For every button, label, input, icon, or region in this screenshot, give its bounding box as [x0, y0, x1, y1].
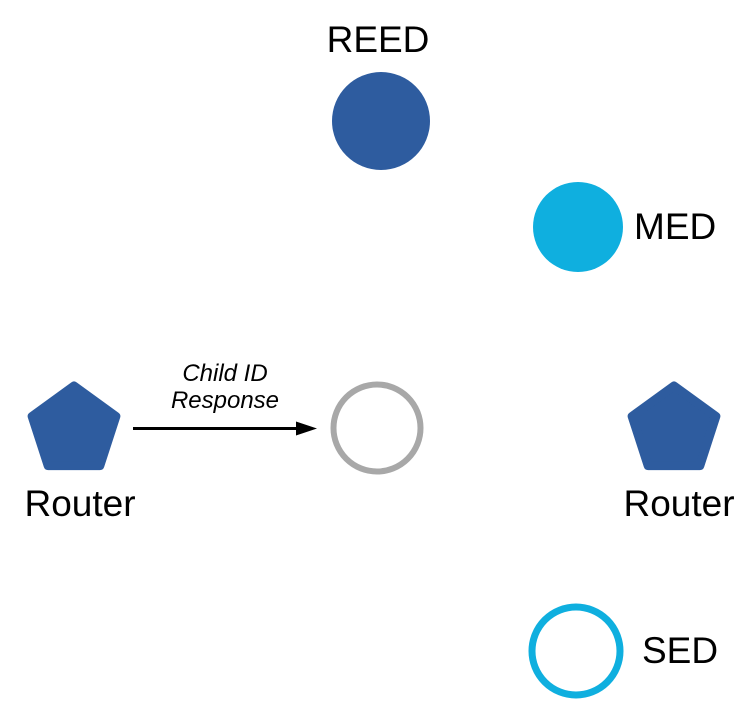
med-filled-circle [533, 182, 623, 272]
sed-circle-icon [528, 603, 624, 699]
sed-label: SED [642, 630, 719, 671]
arrow-label-line2: Response [170, 387, 280, 414]
arrow-label: Child ID Response [125, 360, 325, 414]
med-circle-icon [533, 182, 623, 272]
arrow-label-line1: Child ID [182, 360, 268, 387]
sed-outlined-circle [528, 603, 624, 699]
router-right-pentagon [627, 381, 721, 471]
router-left-pentagon [27, 381, 121, 471]
reed-circle-icon [332, 72, 430, 170]
router-left-label: Router [24, 483, 136, 524]
router-left-pentagon-icon [27, 381, 121, 471]
arrow-head [296, 421, 317, 436]
router-right-pentagon-icon [627, 381, 721, 471]
router-right-label: Router [623, 483, 735, 524]
joining-device-outlined-circle [330, 381, 424, 475]
joining-device-circle-icon [330, 381, 424, 475]
med-label: MED [634, 206, 717, 247]
reed-filled-circle [332, 72, 430, 170]
child-id-response-arrow-icon [133, 421, 317, 436]
reed-label: REED [326, 19, 430, 60]
